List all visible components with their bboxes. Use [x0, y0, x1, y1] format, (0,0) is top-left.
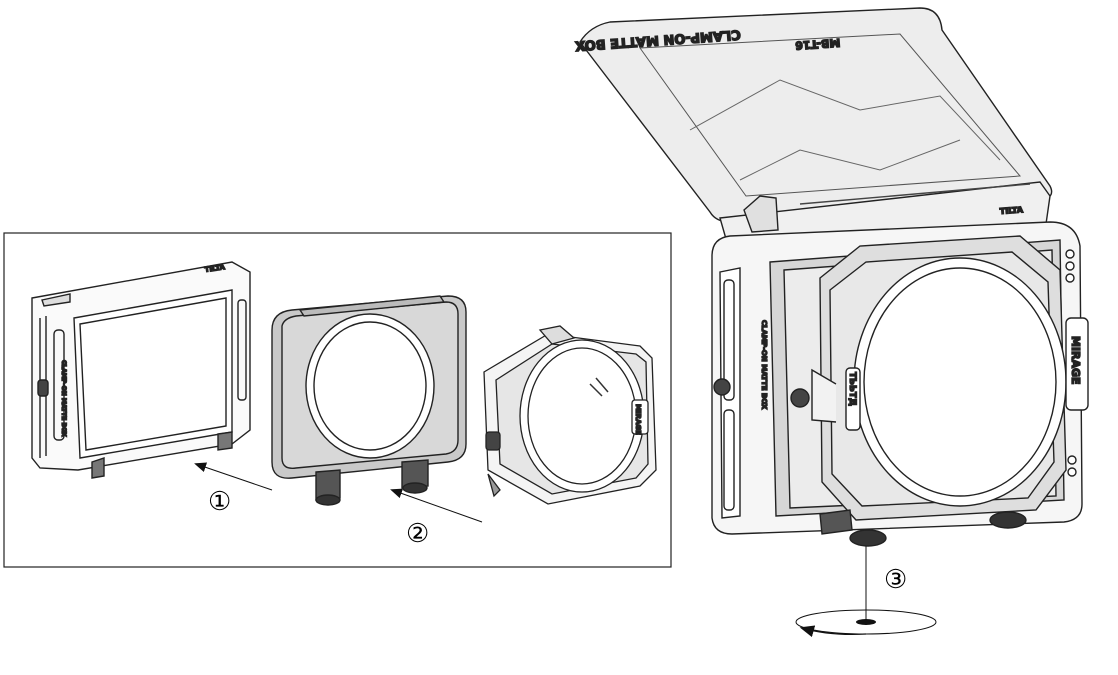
rotation-center	[856, 619, 876, 625]
filter-holder-cage: MIRAGE	[483, 325, 657, 505]
cage-brand: MIRAGE	[634, 404, 642, 435]
donut-adapter	[271, 295, 467, 506]
body-logo: TILTA	[1000, 205, 1025, 216]
arrow-step-1	[194, 462, 273, 491]
frame-logo: TILTA	[204, 263, 226, 274]
backplate-frame: TILTA CLAMP-ON MATTE BOX	[31, 261, 251, 479]
flag-model: MB-T16	[794, 36, 840, 52]
step-3-label: ③	[884, 565, 907, 595]
body-brand-caps: ТЬЬТД	[847, 372, 857, 406]
top-flag: CLAMP-ON MATTE BOX MB-T16	[574, 7, 1053, 223]
step-1-label: ①	[208, 487, 231, 517]
frame-side-text: CLAMP-ON MATTE BOX	[60, 360, 67, 437]
body-side-text: CLAMP-ON MATTE BOX	[760, 320, 768, 410]
rotation-arrow	[799, 625, 867, 638]
inset-frame	[3, 232, 672, 568]
arrow-step-2	[390, 488, 483, 523]
matte-box-body: MIRAGE ТЬЬТД CLAMP-ON MATTE BOX TILTA	[711, 205, 1089, 547]
body-brand: MIRAGE	[1069, 336, 1082, 385]
step-2-label: ②	[406, 519, 429, 549]
